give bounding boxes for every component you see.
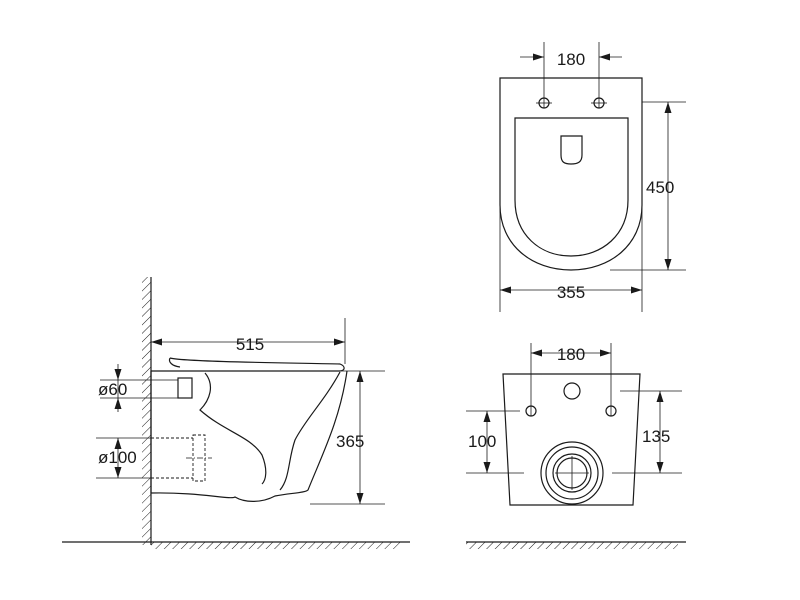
bowl-inner-trap [199, 372, 267, 485]
arrow-180r-left [531, 349, 542, 357]
arrow-100r-top [483, 411, 491, 422]
arrow-180r-right [600, 349, 611, 357]
arrow-60-bottom [114, 398, 122, 409]
arrow-100-bottom [114, 467, 122, 478]
dim-label-100: ø100 [98, 448, 137, 467]
arrow-365-bottom [356, 493, 364, 504]
side-floor-hatch [151, 542, 401, 549]
wall-hatch [142, 277, 151, 545]
rear-outlet [540, 441, 604, 505]
seat-hinge [168, 357, 181, 368]
arrow-450-bottom [664, 259, 672, 270]
arrow-515-right [334, 338, 345, 346]
dim-label-180-rear: 180 [557, 345, 585, 364]
dim-label-135: 135 [642, 427, 670, 446]
arrow-355-right [631, 286, 642, 294]
dim-label-100-rear: 100 [468, 432, 496, 451]
arrow-365-top [356, 371, 364, 382]
dim-label-450: 450 [646, 178, 674, 197]
rear-outline [502, 373, 641, 506]
dim-label-365: 365 [336, 432, 364, 451]
top-outer-outline [499, 77, 643, 271]
rear-view: 180 100 135 [466, 343, 686, 549]
arrow-100-top [114, 438, 122, 449]
side-view: 515 365 ø60 ø100 [62, 277, 410, 549]
top-bowl-opening [560, 135, 583, 165]
bowl-outer-profile [150, 370, 348, 502]
inlet-connector [177, 377, 193, 399]
arrow-135-top [656, 391, 664, 402]
arrow-100r-bottom [483, 462, 491, 473]
top-view: 180 450 355 [499, 42, 686, 312]
dim-label-355: 355 [557, 283, 585, 302]
dim-label-60: ø60 [98, 380, 127, 399]
arrow-450-top [664, 102, 672, 113]
arrow-135-bottom [656, 462, 664, 473]
arrow-60-top [114, 369, 122, 380]
dim-label-515: 515 [236, 335, 264, 354]
dim-label-180-top: 180 [557, 50, 585, 69]
rear-floor-hatch [466, 542, 678, 549]
arrow-180-left [533, 53, 544, 61]
arrow-355-left [500, 286, 511, 294]
rear-inlet-hole [563, 382, 581, 400]
arrow-180-right [599, 53, 610, 61]
bowl-inner-front [279, 371, 341, 491]
seat-lid [169, 357, 345, 372]
top-seat-outline [514, 117, 629, 257]
arrow-515-left [151, 338, 162, 346]
